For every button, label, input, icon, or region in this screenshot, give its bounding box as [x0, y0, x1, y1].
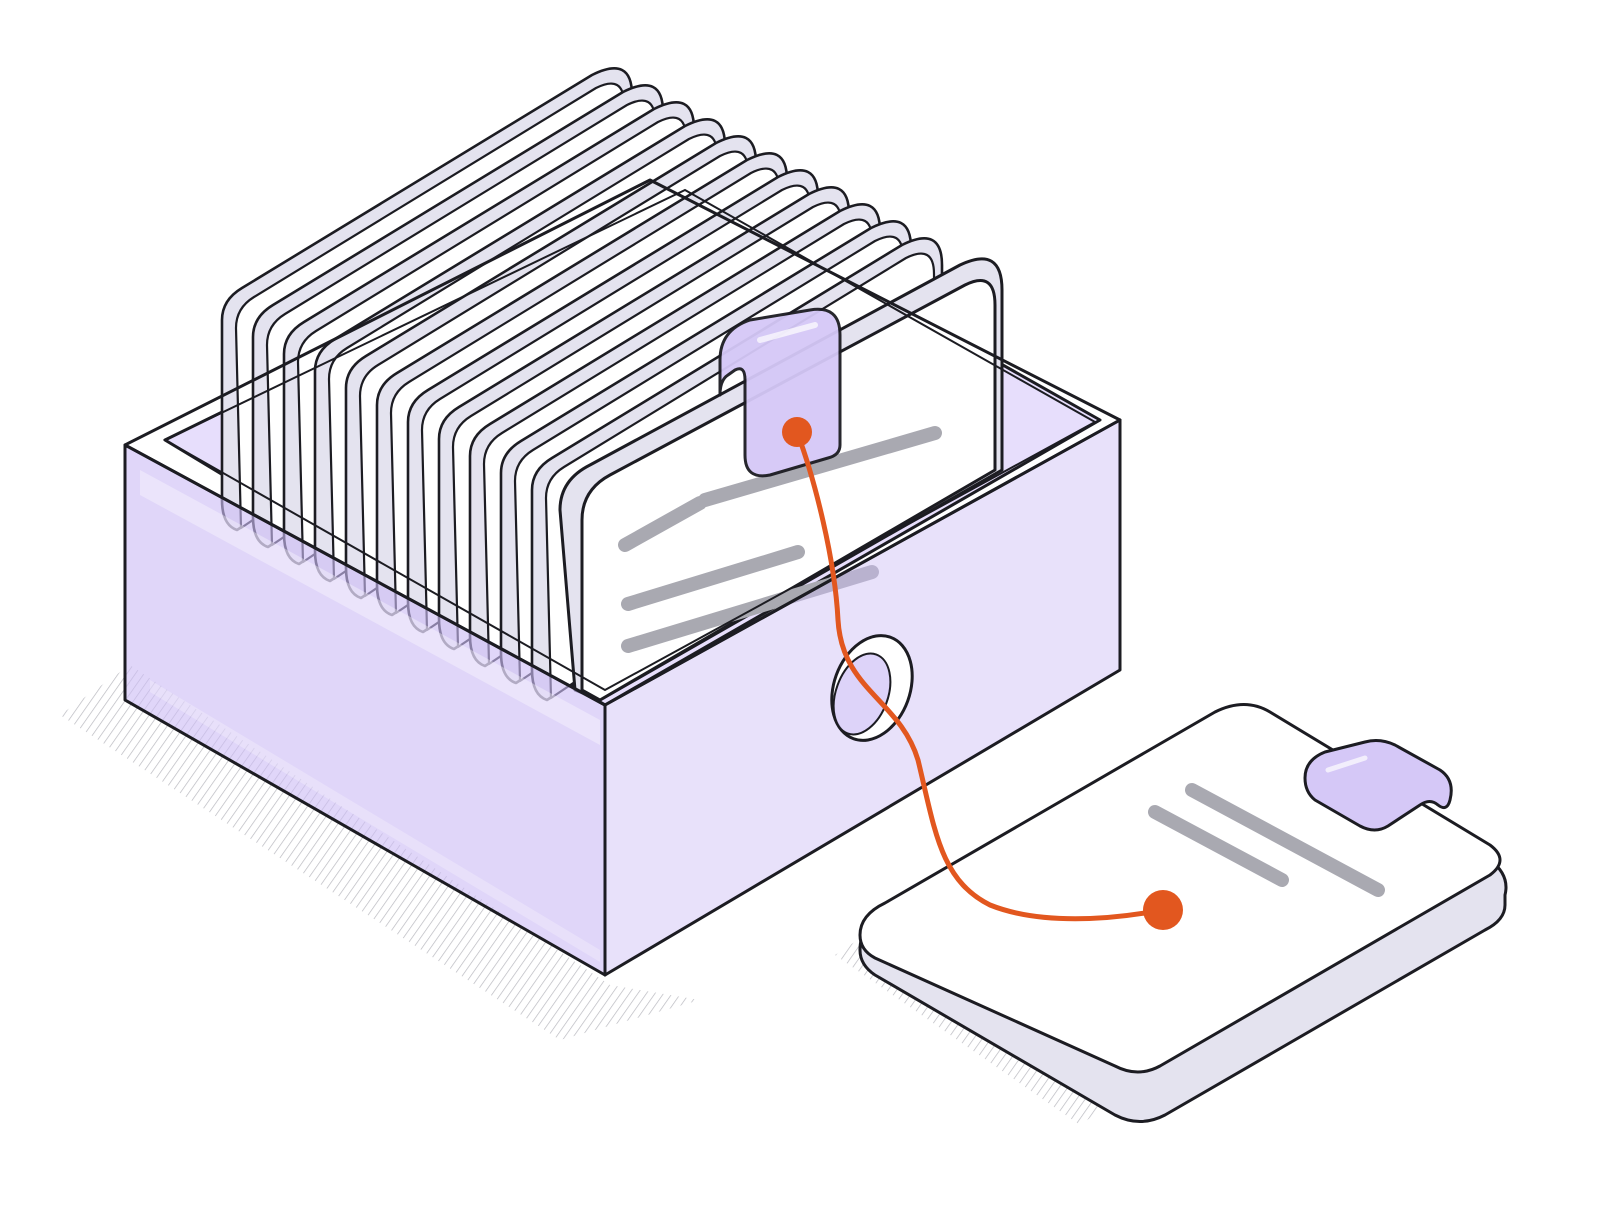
pulled-card — [858, 703, 1508, 1123]
pulled-card-text-lines — [1148, 783, 1385, 897]
connector-icon — [782, 417, 1183, 930]
box-shadow — [60, 665, 700, 1040]
tab-icon — [1303, 739, 1453, 832]
card-text-lines — [618, 426, 942, 653]
